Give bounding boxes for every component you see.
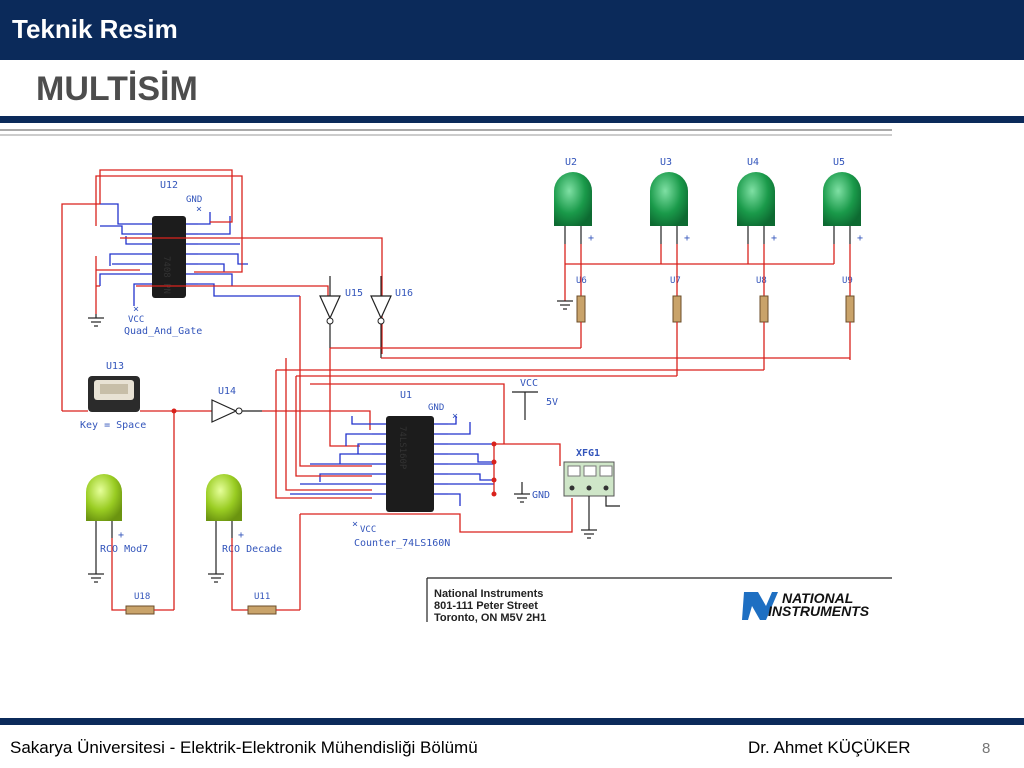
svg-text:GND: GND bbox=[532, 490, 550, 501]
svg-text:U5: U5 bbox=[833, 157, 845, 168]
svg-text:U15: U15 bbox=[345, 288, 363, 299]
footer-institution: Sakarya Üniversitesi - Elektrik-Elektron… bbox=[10, 738, 478, 757]
svg-text:VCC: VCC bbox=[360, 525, 376, 535]
ground-symbol bbox=[557, 300, 573, 310]
svg-text:Counter_74LS160N: Counter_74LS160N bbox=[354, 538, 450, 549]
svg-text:GND: GND bbox=[428, 403, 444, 413]
resistor-u6: U6 bbox=[576, 244, 587, 348]
led-rco-mod7: + RCO Mod7 bbox=[86, 474, 148, 555]
svg-text:×: × bbox=[133, 304, 139, 315]
svg-text:U4: U4 bbox=[747, 157, 759, 168]
ni-logo-icon bbox=[742, 592, 778, 620]
svg-text:U18: U18 bbox=[134, 592, 150, 602]
header-title: Teknik Resim bbox=[12, 14, 178, 44]
led-u3: U3 + bbox=[650, 157, 690, 244]
svg-text:×: × bbox=[196, 204, 202, 215]
svg-text:×: × bbox=[452, 411, 458, 422]
svg-text:5V: 5V bbox=[546, 397, 558, 408]
svg-text:U13: U13 bbox=[106, 361, 124, 372]
svg-text:U1: U1 bbox=[400, 390, 412, 401]
svg-text:INSTRUMENTS: INSTRUMENTS bbox=[768, 603, 870, 619]
chip-quad-and-gate: U12 GND × 7408 PN VCC × Quad_And_Gate bbox=[124, 180, 202, 337]
header-bar: Teknik Resim bbox=[0, 0, 1024, 60]
chip-pins bbox=[140, 223, 198, 285]
resistor-u8: U8 bbox=[756, 244, 769, 370]
wire bbox=[231, 538, 248, 611]
svg-text:U9: U9 bbox=[842, 276, 853, 286]
svg-text:RCO Decade: RCO Decade bbox=[222, 544, 282, 555]
resistor-u7: U7 bbox=[670, 244, 682, 376]
svg-text:801-111 Peter Street: 801-111 Peter Street bbox=[434, 600, 538, 612]
inverter-u16: U16 bbox=[370, 276, 413, 358]
svg-text:VCC: VCC bbox=[520, 378, 538, 389]
svg-text:U14: U14 bbox=[218, 386, 236, 397]
svg-text:Quad_And_Gate: Quad_And_Gate bbox=[124, 326, 202, 337]
svg-text:National Instruments: National Instruments bbox=[434, 588, 543, 600]
svg-text:+: + bbox=[588, 233, 594, 244]
multisim-schematic: U2 + U3 + U4 + U5 + U6 U7 U8 bbox=[0, 129, 892, 624]
counter-red-wires bbox=[275, 296, 573, 610]
svg-text:U3: U3 bbox=[660, 157, 672, 168]
resistor-u9: U9 bbox=[842, 244, 855, 360]
chip-counter-74ls160: U1 GND × 74LS160P VCC × Counter_74LS160N bbox=[352, 390, 458, 549]
svg-text:+: + bbox=[771, 233, 777, 244]
title-block: National Instruments 801-111 Peter Stree… bbox=[426, 577, 892, 624]
ground-symbol bbox=[88, 314, 104, 327]
svg-text:GND: GND bbox=[186, 195, 202, 205]
led-u5: U5 + bbox=[823, 157, 863, 244]
svg-text:U7: U7 bbox=[670, 276, 681, 286]
svg-text:Toronto, ON M5V 2H1: Toronto, ON M5V 2H1 bbox=[434, 612, 546, 624]
bottom-divider bbox=[0, 718, 1024, 725]
led-u2: U2 + bbox=[554, 157, 594, 244]
wire-bundle-counter bbox=[290, 416, 494, 506]
inverter-u15: U15 bbox=[319, 276, 363, 348]
ground-symbol bbox=[88, 538, 224, 583]
vcc-source: VCC 5V bbox=[512, 378, 558, 420]
resistor-u11: U11 bbox=[247, 592, 300, 615]
led-u4: U4 + bbox=[737, 157, 777, 244]
svg-text:+: + bbox=[238, 530, 244, 541]
wire bbox=[262, 410, 371, 430]
page-number: 8 bbox=[982, 740, 991, 757]
key-switch-u13: U13 Key = Space bbox=[80, 361, 146, 431]
chip-pins bbox=[372, 423, 448, 495]
svg-text:U11: U11 bbox=[254, 592, 270, 602]
svg-text:Key = Space: Key = Space bbox=[80, 420, 146, 431]
svg-text:U12: U12 bbox=[160, 180, 178, 191]
ground-counter: GND bbox=[514, 482, 550, 503]
wire bbox=[111, 538, 126, 611]
svg-text:×: × bbox=[352, 519, 358, 530]
svg-text:VCC: VCC bbox=[128, 315, 144, 325]
svg-text:U16: U16 bbox=[395, 288, 413, 299]
svg-text:74LS160P: 74LS160P bbox=[397, 426, 407, 470]
wire bbox=[329, 348, 360, 447]
function-generator-xfg1: XFG1 bbox=[563, 448, 620, 539]
slide-subtitle: MULTİSİM bbox=[36, 70, 198, 108]
svg-text:RCO Mod7: RCO Mod7 bbox=[100, 544, 148, 555]
svg-text:+: + bbox=[684, 233, 690, 244]
footer-author: Dr. Ahmet KÜÇÜKER bbox=[748, 738, 911, 757]
wire-bundle-and bbox=[61, 169, 383, 411]
svg-text:U2: U2 bbox=[565, 157, 577, 168]
resistor-u18: U18 bbox=[125, 592, 174, 615]
top-divider bbox=[0, 116, 1024, 123]
led-rco-decade: + RCO Decade bbox=[206, 474, 282, 555]
svg-text:U8: U8 bbox=[756, 276, 767, 286]
svg-text:7408 PN: 7408 PN bbox=[161, 256, 171, 294]
svg-text:+: + bbox=[857, 233, 863, 244]
svg-text:NATIONAL: NATIONAL bbox=[782, 590, 853, 606]
svg-text:XFG1: XFG1 bbox=[576, 448, 600, 459]
svg-text:+: + bbox=[118, 530, 124, 541]
inverter-u14: U14 bbox=[211, 386, 262, 423]
